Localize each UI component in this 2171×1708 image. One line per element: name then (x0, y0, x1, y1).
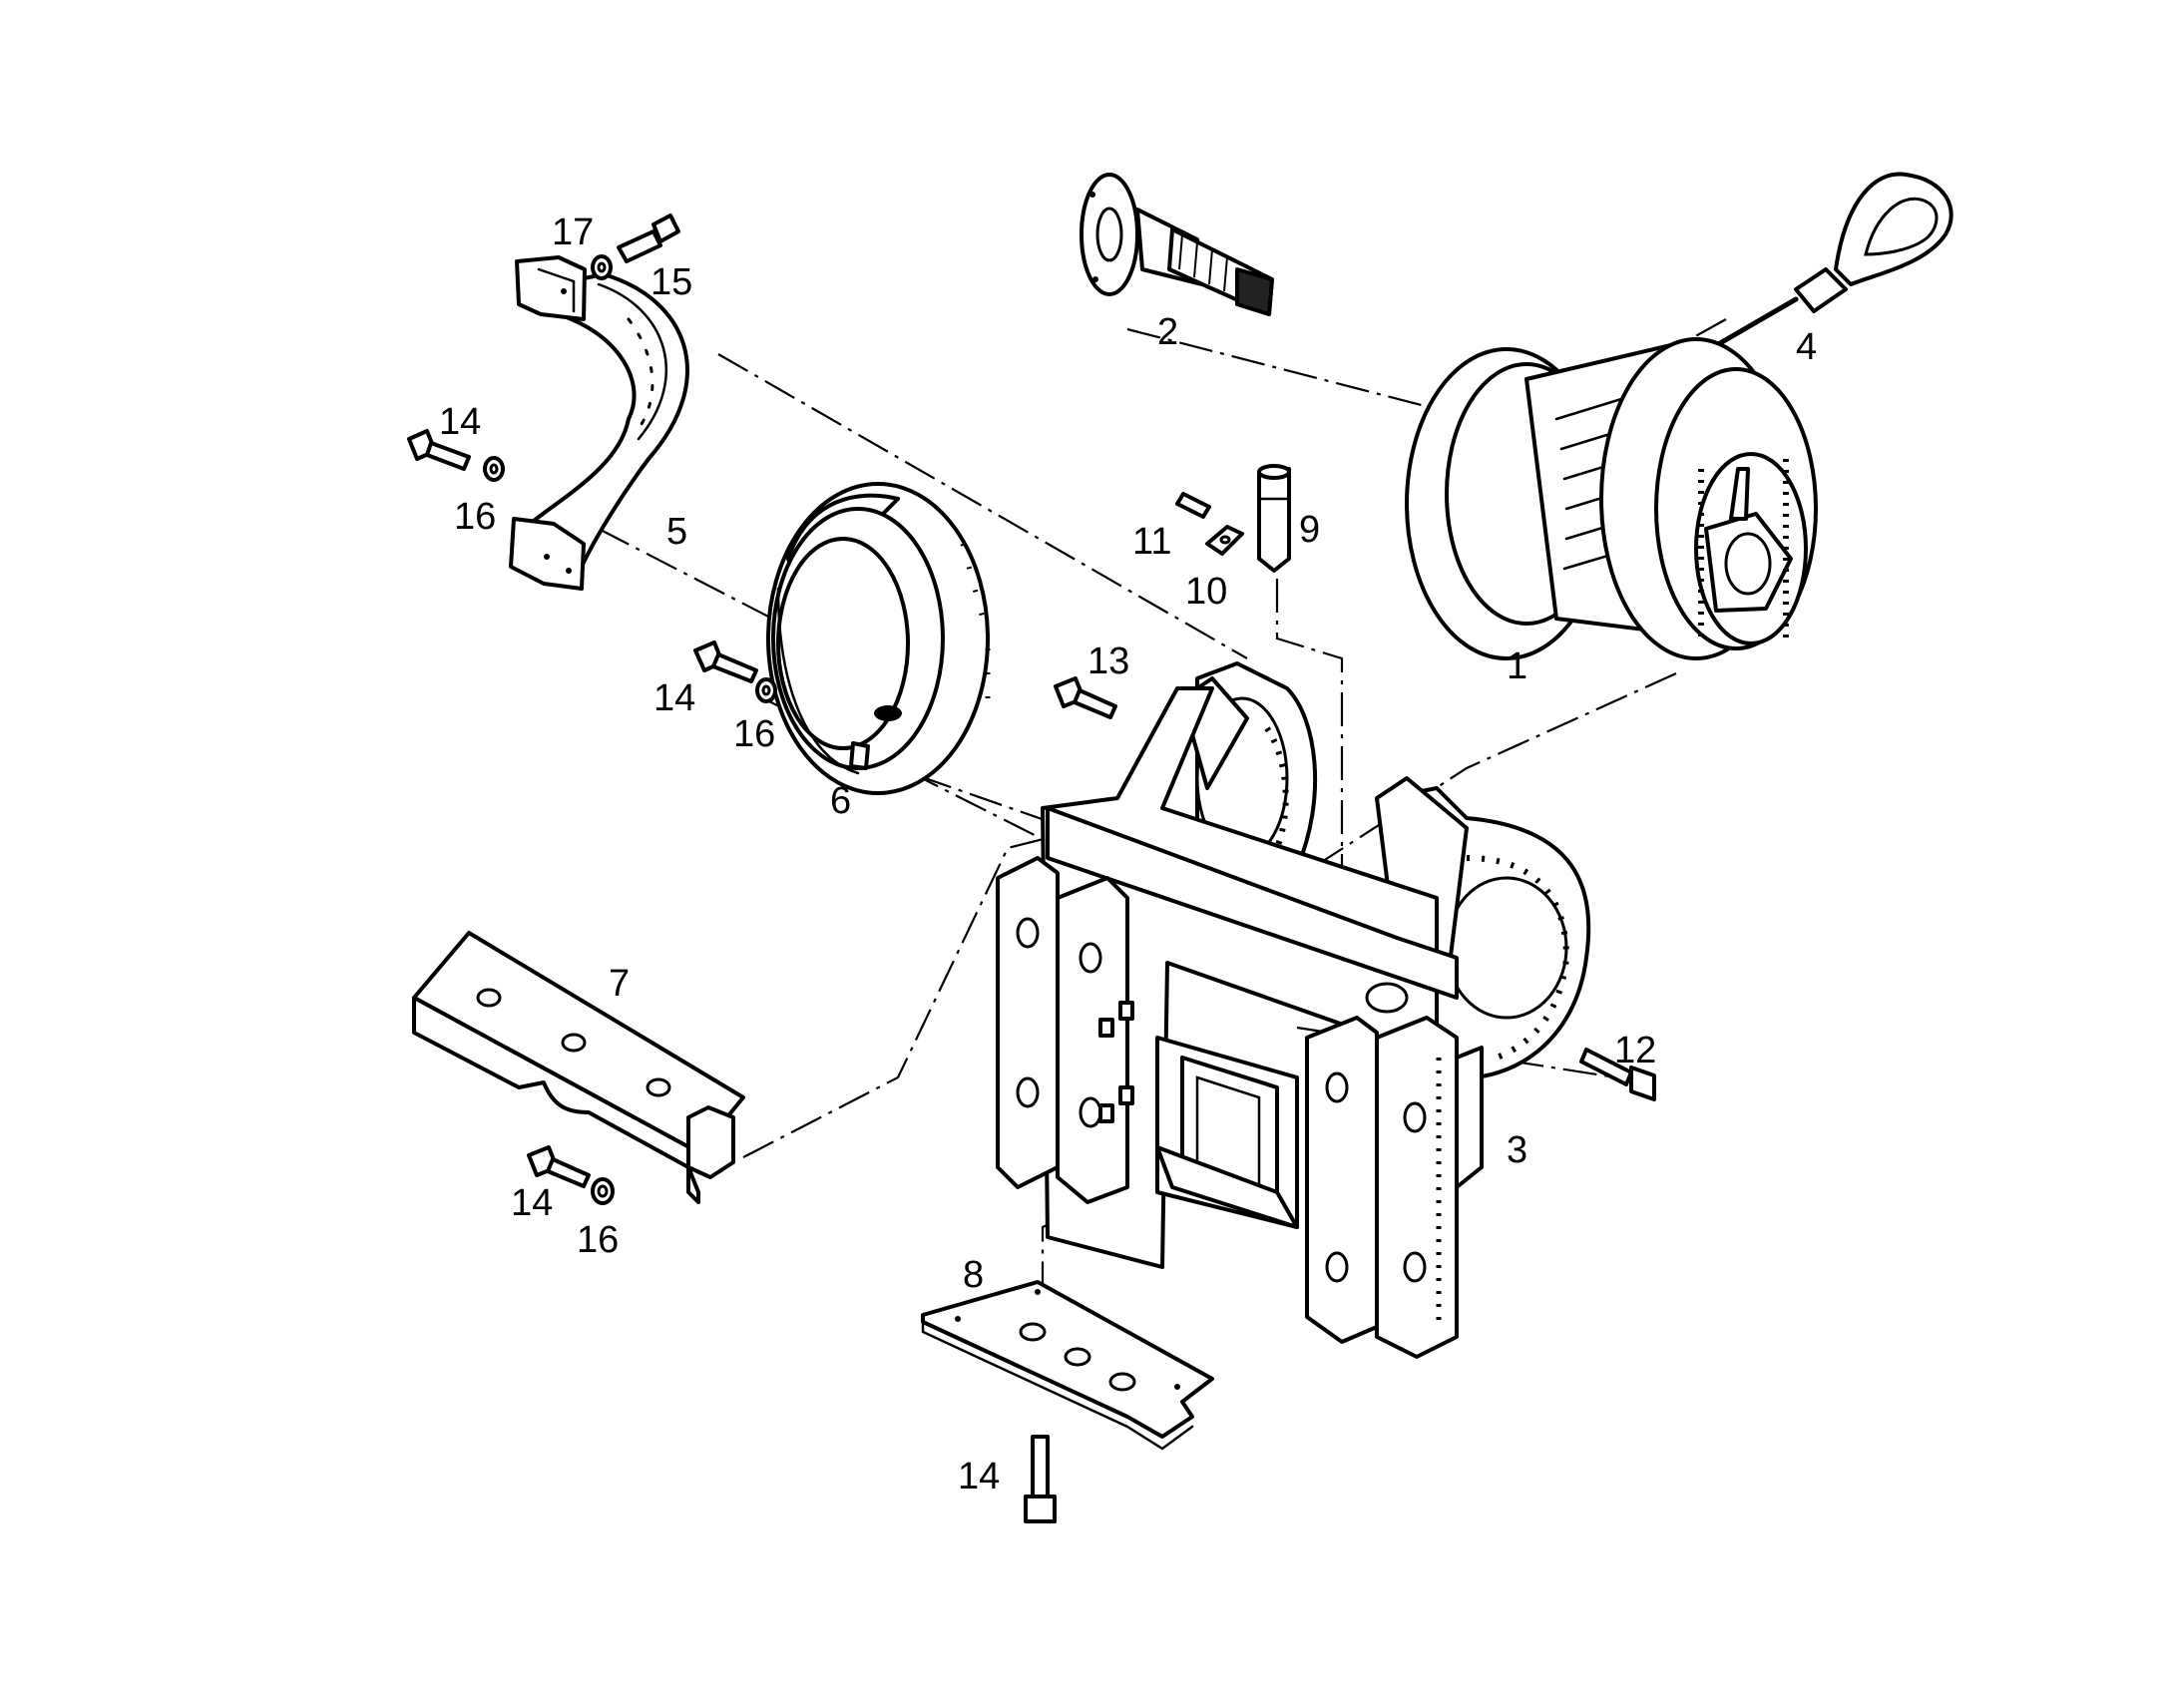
part-4-wire-rope-eye (1698, 172, 1954, 357)
callout-12: 12 (1614, 1030, 1656, 1071)
part-14-bolt-lower (527, 1145, 591, 1188)
callout-14-lower: 14 (511, 1182, 553, 1224)
callout-5: 5 (666, 511, 687, 553)
part-7-guard (412, 931, 745, 1204)
part-14-bolt-bottom (1024, 1435, 1057, 1523)
callout-14-middle: 14 (653, 677, 695, 719)
part-17-washer (591, 254, 613, 280)
callout-6: 6 (830, 780, 851, 822)
part-10-clip (1205, 525, 1244, 556)
part-15-bolt (617, 214, 680, 263)
callout-10: 10 (1185, 571, 1227, 613)
callout-7: 7 (609, 963, 630, 1005)
part-9-pin (1257, 464, 1291, 573)
part-11-roll-pin (1175, 492, 1211, 519)
callout-13: 13 (1087, 640, 1129, 682)
part-16-washer-upper (483, 456, 505, 482)
callout-17: 17 (552, 212, 594, 253)
part-8-base-plate (921, 1280, 1214, 1451)
callout-16-middle: 16 (733, 713, 775, 755)
callout-8: 8 (963, 1254, 984, 1296)
callout-16-upper: 16 (454, 496, 496, 538)
callout-11: 11 (1132, 521, 1171, 563)
callout-14-bottom: 14 (958, 1456, 1000, 1497)
part-13-bolt (1054, 676, 1117, 719)
callout-4: 4 (1796, 326, 1817, 368)
part-16-washer-middle (755, 677, 777, 703)
part-6-brake-drum (766, 482, 991, 795)
callout-3: 3 (1507, 1129, 1527, 1171)
callout-9: 9 (1299, 509, 1320, 551)
callout-14-upper: 14 (439, 401, 481, 443)
callout-16-lower: 16 (577, 1219, 619, 1261)
part-16-washer-lower (591, 1177, 615, 1205)
part-14-bolt-upper (407, 429, 471, 471)
callout-labels: 1 2 3 4 5 6 7 8 9 10 11 12 13 14 14 14 1… (439, 212, 1817, 1497)
callout-1: 1 (1507, 645, 1527, 687)
part-5-brake-band (509, 255, 689, 591)
part-1-winch-drum (1405, 337, 1818, 660)
part-14-bolt-middle (693, 640, 758, 683)
callout-15: 15 (651, 261, 692, 303)
part-2-splined-shaft (1080, 173, 1274, 316)
part-3-winch-frame (996, 661, 1591, 1359)
callout-2: 2 (1157, 311, 1178, 353)
part-12-bolt (1579, 1048, 1656, 1101)
